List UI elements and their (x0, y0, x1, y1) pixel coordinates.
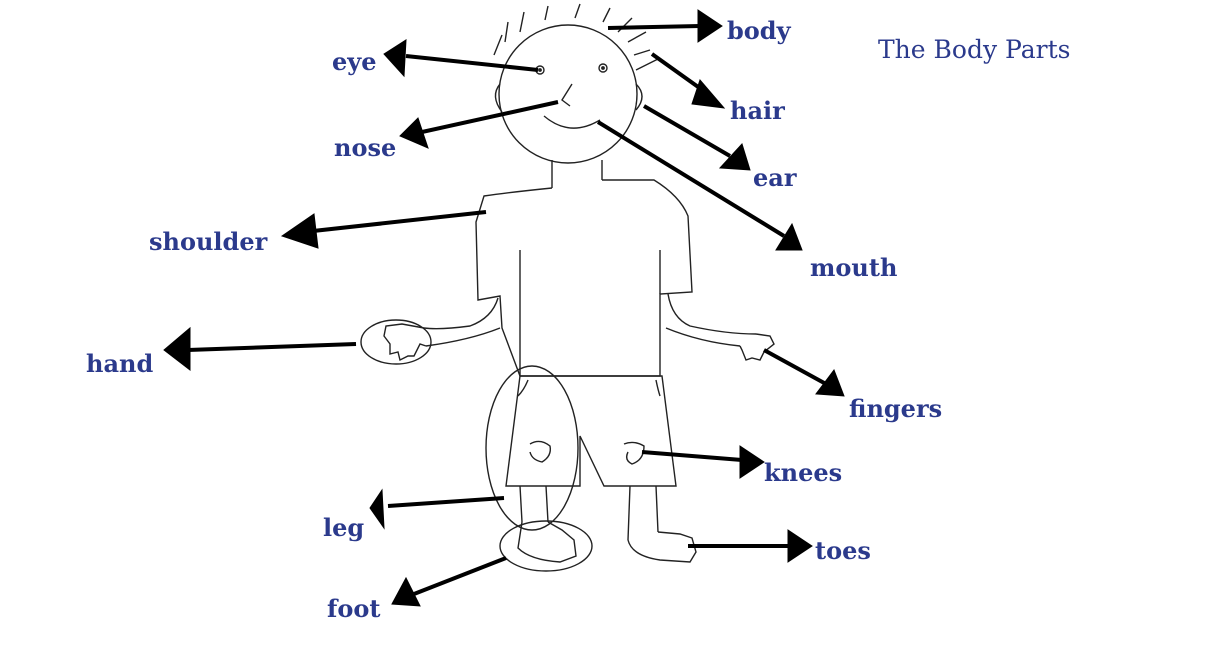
right-eye (598, 63, 608, 73)
nose-line (561, 83, 573, 107)
label-knees: knees (764, 458, 843, 487)
arrow-toes-head (787, 529, 813, 563)
label-shoulder: shoulder (149, 227, 268, 256)
mouth-line (543, 115, 601, 129)
label-fingers: fingers (849, 394, 943, 423)
right-knee (623, 441, 645, 465)
hand-circle (360, 319, 432, 365)
arrow-mouth-head (775, 222, 803, 251)
head (498, 24, 638, 164)
arrow-mouth-line (596, 120, 786, 238)
arrow-nose-head (399, 117, 429, 149)
arrow-fingers-head (815, 368, 845, 397)
boy-drawing (360, 3, 775, 572)
arrow-foot-line (413, 556, 507, 596)
left-ear (494, 83, 503, 113)
left-foot (517, 521, 577, 563)
diagram-title: The Body Parts (878, 35, 1071, 64)
neck (551, 160, 603, 188)
arrow-hand-line (187, 342, 357, 352)
arrow-fingers-line (763, 348, 827, 386)
label-body: body (727, 16, 791, 45)
arrow-knees-head (739, 445, 765, 479)
arrow-eye-head (383, 39, 407, 78)
arrow-shoulder-line (303, 210, 487, 234)
shorts (505, 375, 677, 487)
arrow-ear-head (718, 143, 751, 171)
arrow-body-head (697, 9, 723, 43)
left-pupil (538, 68, 542, 72)
shorts-pocket-left (517, 379, 529, 397)
arrow-knees-line (641, 450, 743, 462)
shirt (475, 179, 693, 377)
right-ear (635, 83, 643, 111)
arrow-eye-line (405, 54, 539, 72)
label-leg: leg (323, 513, 365, 542)
label-nose: nose (334, 133, 397, 162)
arrow-foot-head (391, 576, 421, 607)
label-foot: foot (327, 594, 381, 623)
shorts-pocket-right (655, 379, 661, 397)
right-pupil (601, 66, 605, 70)
arrow-body-line (607, 24, 701, 30)
arrow-ear-line (642, 104, 732, 158)
left-arm (423, 297, 501, 347)
arrow-hair-head (691, 79, 726, 109)
leg-circle (485, 365, 579, 531)
right-leg (627, 485, 659, 541)
right-arm (665, 293, 757, 347)
label-eye: eye (332, 47, 377, 76)
hair-spikes (493, 3, 661, 71)
label-ear: ear (753, 163, 797, 192)
arrow-leg-head (369, 488, 385, 530)
label-hand: hand (86, 349, 154, 378)
arrow-nose-line (421, 100, 559, 134)
label-hair: hair (730, 96, 785, 125)
right-hand (739, 333, 775, 361)
arrow-shoulder-head (280, 213, 319, 249)
label-mouth: mouth (810, 253, 898, 282)
right-foot (627, 531, 697, 563)
label-toes: toes (815, 536, 871, 565)
arrow-hand-head (163, 326, 191, 372)
pointer-arrows (163, 9, 845, 607)
arrow-leg-line (387, 496, 505, 508)
left-knee (529, 440, 552, 463)
left-hand (383, 323, 427, 362)
left-leg (519, 485, 549, 523)
foot-circle (499, 520, 593, 572)
